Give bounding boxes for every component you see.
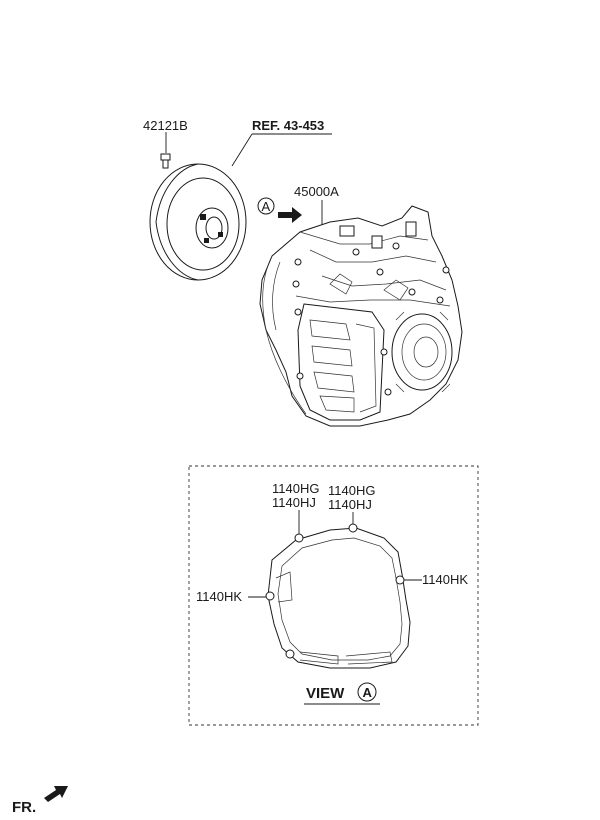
label-45000a: 45000A [294, 184, 339, 199]
bolt-42121b [160, 153, 171, 169]
view-a-marker-letter: A [262, 199, 271, 214]
bell-housing-gasket [265, 523, 411, 669]
reference-label: REF. 43-453 [252, 118, 324, 133]
label-1140hk-left: 1140HK [196, 589, 242, 604]
torque-converter [149, 163, 247, 281]
view-title-circle-letter: A [363, 685, 373, 700]
label-1140hg-left: 1140HG [272, 481, 319, 496]
label-1140hg-right: 1140HG [328, 483, 375, 498]
arrow-icon [278, 207, 302, 223]
view-title: VIEW [306, 685, 345, 702]
label-1140hj-right: 1140HJ [328, 497, 372, 512]
transaxle-assembly [259, 205, 463, 427]
view-a-marker: A [257, 197, 302, 223]
view-a-frame [188, 465, 479, 726]
label-1140hj-left: 1140HJ [272, 495, 316, 510]
label-42121b: 42121B [143, 118, 188, 133]
label-1140hk-right: 1140HK [422, 572, 468, 587]
front-label: FR. [12, 799, 36, 816]
front-indicator: FR. [12, 786, 68, 816]
front-arrow-icon [44, 786, 68, 802]
